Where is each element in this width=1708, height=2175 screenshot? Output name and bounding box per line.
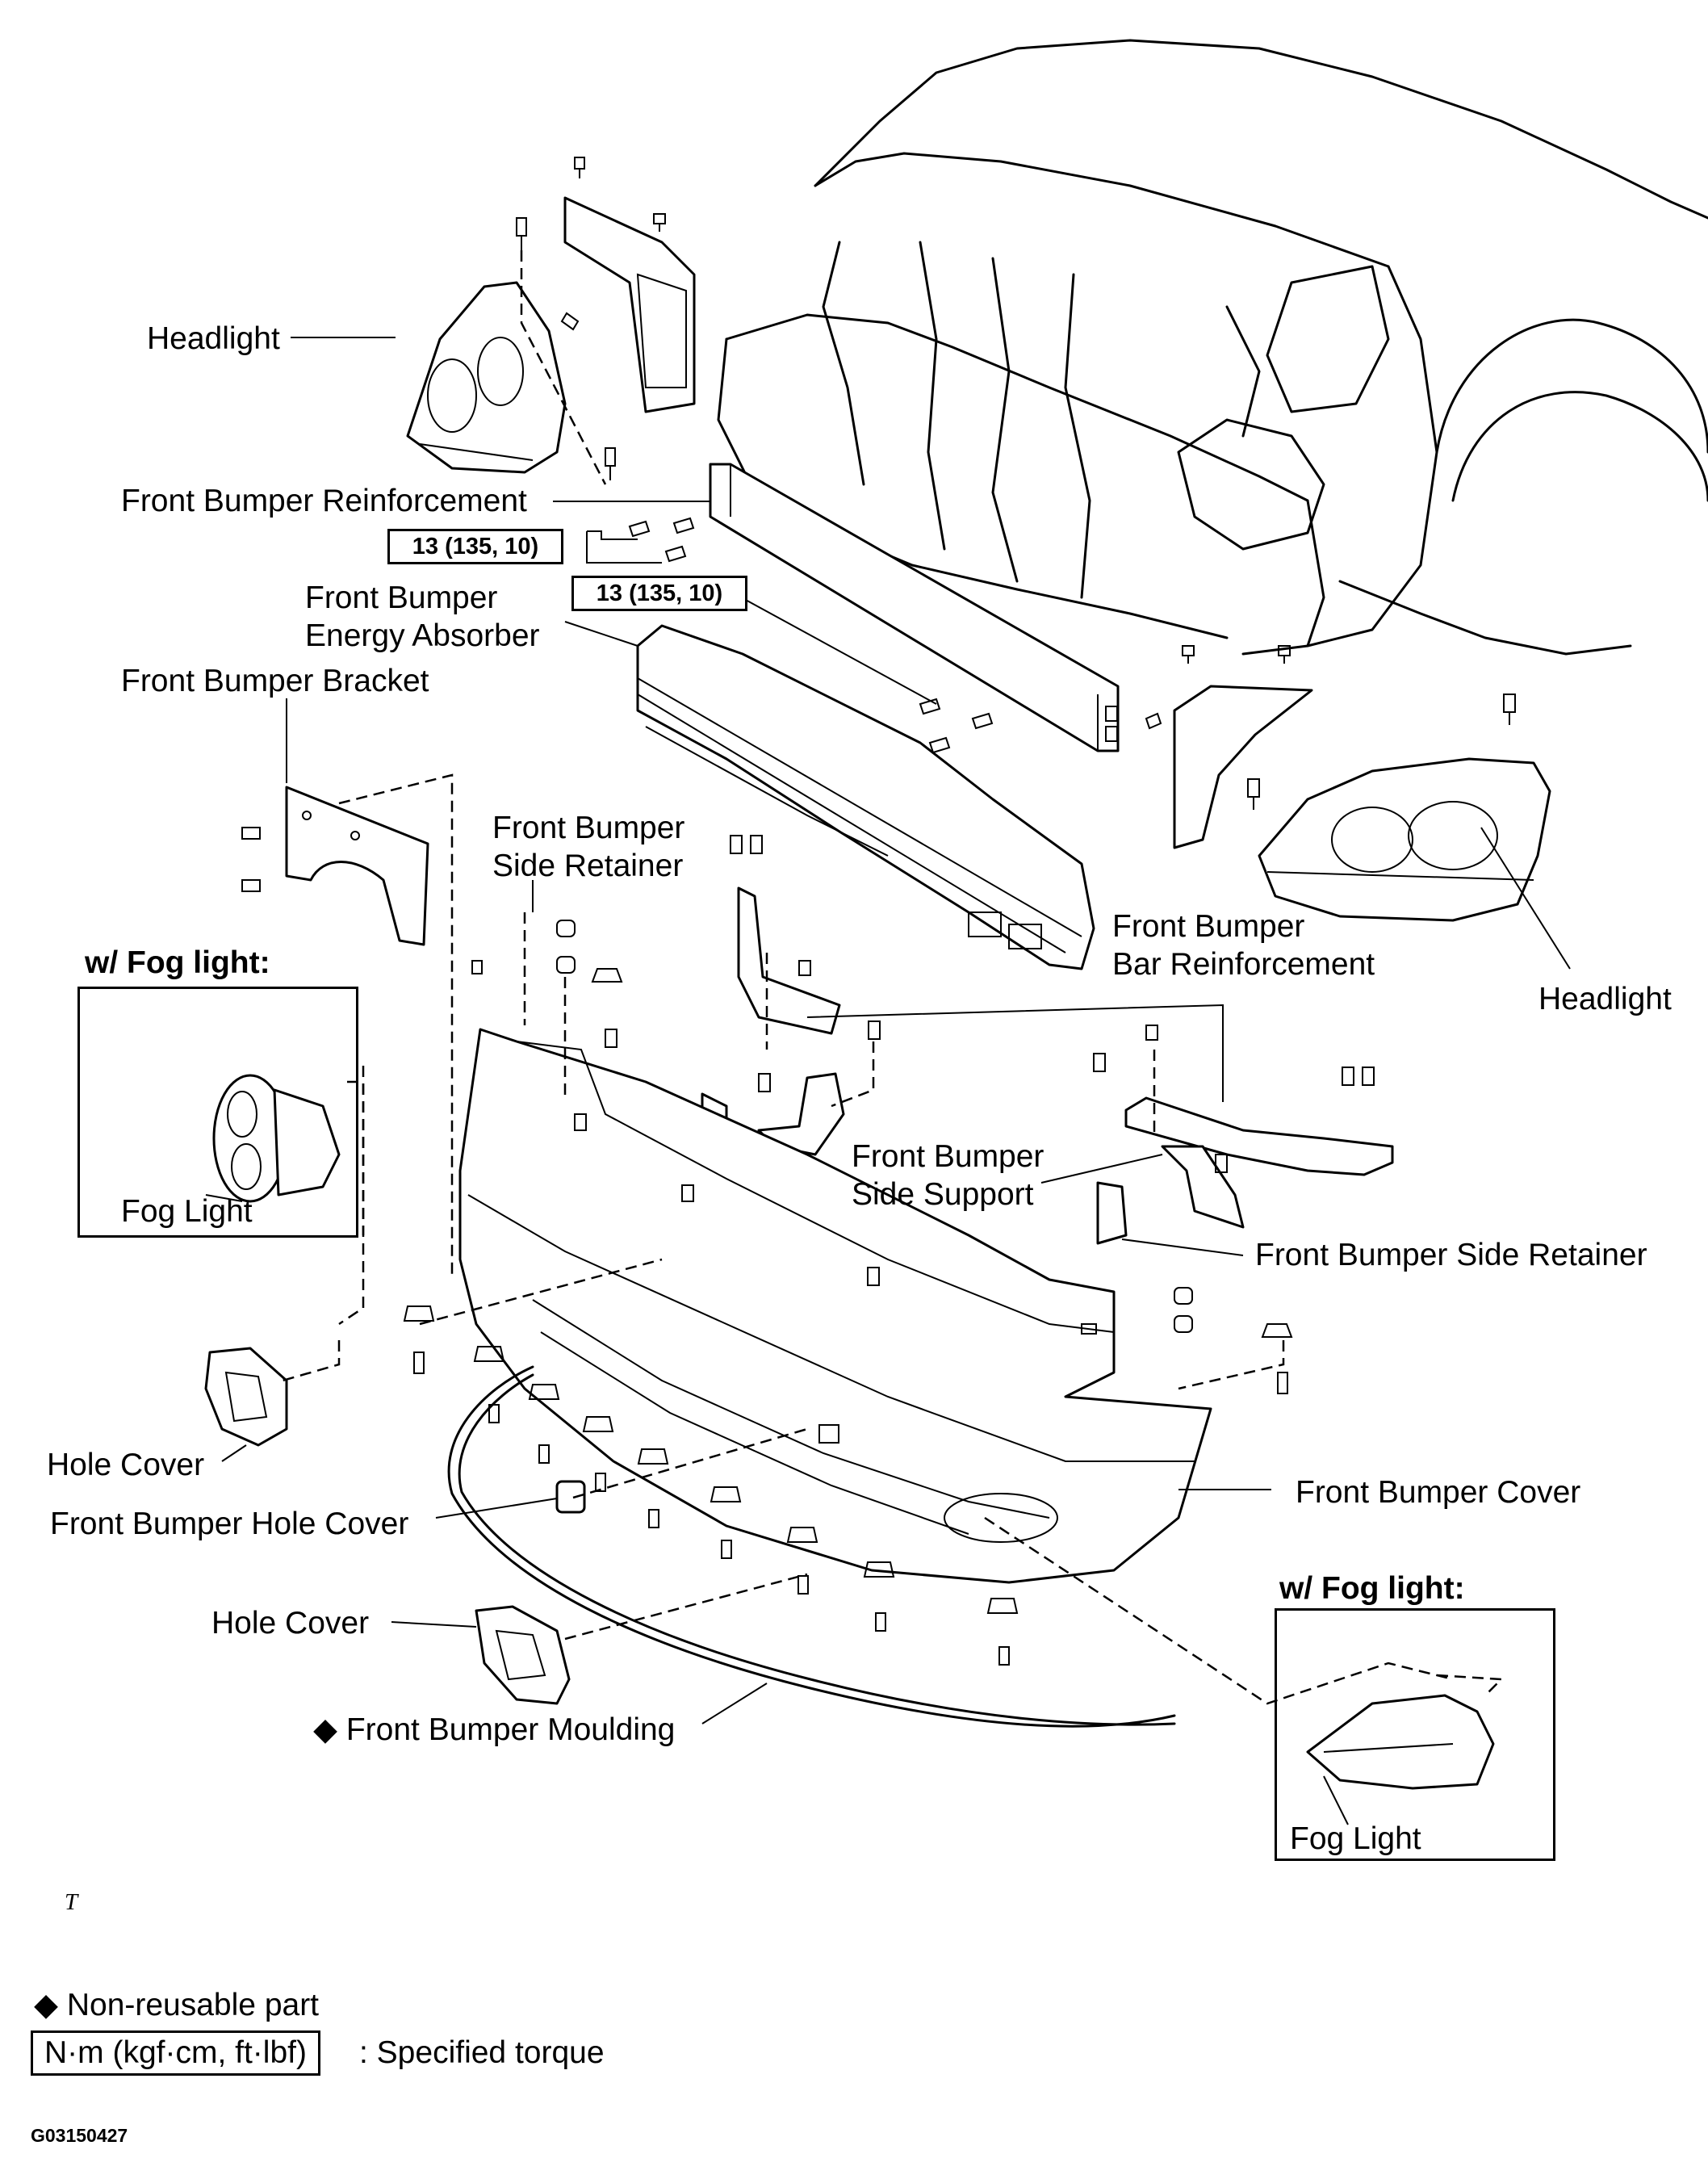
front-bumper-hole-cover-part — [555, 1480, 586, 1514]
reinforcement-bar-part — [709, 463, 1120, 752]
inset-right-box — [1275, 1608, 1555, 1861]
label-front-bumper-hole-cover: Front Bumper Hole Cover — [50, 1507, 409, 1541]
figure-id: G03150427 — [31, 2125, 128, 2146]
bumper-cover-part — [458, 1028, 1212, 1584]
label-side-support-1: Front Bumper — [852, 1139, 1044, 1174]
inset-left-heading: w/ Fog light: — [85, 945, 270, 980]
left-corner-filler — [563, 196, 696, 413]
legend-diamond: ◆ — [34, 1988, 58, 2022]
label-hole-cover-lower: Hole Cover — [211, 1606, 370, 1641]
left-headlight-part — [406, 281, 567, 474]
inset-left-caption: Fog Light — [121, 1194, 253, 1229]
left-fog-light-part — [205, 1074, 365, 1235]
bumper-bracket-part — [285, 786, 429, 946]
label-front-bumper-moulding: ◆ Front Bumper Moulding — [313, 1712, 675, 1749]
label-side-support-2: Side Support — [852, 1177, 1034, 1212]
energy-absorber-part — [636, 624, 1095, 970]
label-front-bumper-reinforcement: Front Bumper Reinforcement — [121, 484, 527, 518]
inset-right-heading: w/ Fog light: — [1279, 1571, 1465, 1606]
inset-left-box — [77, 987, 358, 1238]
inset-right-caption: Fog Light — [1290, 1821, 1421, 1856]
torque-box-2: 13 (135, 10) — [571, 576, 747, 611]
t-mark: T — [65, 1889, 78, 1915]
label-bar-reinforcement-2: Bar Reinforcement — [1112, 947, 1375, 982]
label-headlight-left: Headlight — [147, 321, 280, 356]
label-energy-absorber-2: Energy Absorber — [305, 618, 540, 653]
legend-nonreusable-text: Non-reusable part — [66, 1988, 320, 2022]
legend-unit-box: N·m (kgf·cm, ft·lbf) — [31, 2030, 320, 2076]
right-fog-light-part — [1306, 1674, 1504, 1825]
assembly-dashed-lines — [282, 250, 1454, 1705]
bumper-moulding-part — [447, 1365, 1176, 1728]
bar-reinforcement-part — [1124, 1096, 1394, 1176]
label-energy-absorber-1: Front Bumper — [305, 580, 498, 615]
hole-cover-lower-part — [475, 1605, 571, 1705]
fasteners — [241, 157, 1516, 1666]
right-corner-filler — [1173, 685, 1313, 849]
hole-cover-left-part — [204, 1347, 288, 1447]
label-front-bumper-bracket: Front Bumper Bracket — [121, 664, 429, 698]
label-front-bumper-cover: Front Bumper Cover — [1296, 1475, 1581, 1510]
label-side-retainer-2: Side Retainer — [492, 849, 684, 883]
label-front-bumper-moulding-text: Front Bumper Moulding — [345, 1712, 676, 1747]
label-side-retainer-right: Front Bumper Side Retainer — [1255, 1238, 1647, 1272]
label-headlight-right: Headlight — [1538, 982, 1672, 1016]
legend-nonreusable: ◆ Non-reusable part — [34, 1987, 319, 2024]
torque-box-1: 13 (135, 10) — [387, 529, 563, 564]
leader-lines — [221, 337, 1571, 1724]
label-side-retainer-1: Front Bumper — [492, 811, 685, 845]
vehicle-front-body — [717, 39, 1708, 656]
label-bar-reinforcement-1: Front Bumper — [1112, 909, 1305, 944]
right-headlight-part — [1258, 757, 1551, 922]
label-hole-cover-left: Hole Cover — [47, 1448, 205, 1482]
legend-specified-torque: : Specified torque — [359, 2035, 605, 2070]
diamond-mark: ◆ — [313, 1712, 337, 1747]
